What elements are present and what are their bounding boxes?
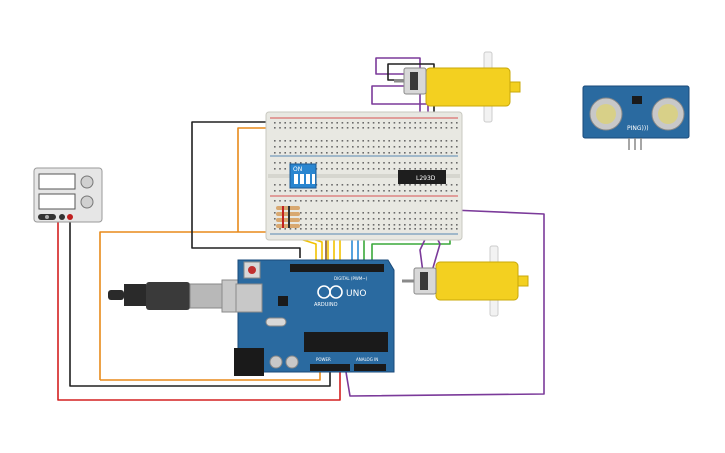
wire-black-left[interactable]	[191, 121, 301, 258]
motor-top[interactable]	[394, 51, 521, 123]
arduino-model: UNO	[346, 289, 366, 299]
arduino-brand: ARDUINO	[314, 302, 338, 308]
wire-orange-top[interactable]	[237, 127, 274, 232]
wire-black-power[interactable]	[69, 218, 331, 387]
breadboard[interactable]	[265, 111, 463, 241]
breadboard-holes	[274, 122, 458, 230]
dip-switch[interactable]: ON	[289, 163, 317, 189]
driver-chip[interactable]: L293D	[398, 170, 446, 184]
resistors[interactable]	[276, 206, 300, 228]
driver-chip-label: L293D	[416, 175, 436, 182]
wire-purple-long[interactable]	[345, 209, 545, 397]
ultrasonic-label: PING)))	[627, 125, 649, 132]
dip-switch-label: ON	[293, 166, 302, 173]
wire-red-power[interactable]	[57, 218, 341, 401]
wire-orange-arduino[interactable]	[100, 372, 321, 381]
arduino-analog-header: ANALOG IN	[356, 357, 378, 362]
ultrasonic-sensor[interactable]: PING)))	[582, 85, 690, 150]
motor-bottom[interactable]	[402, 245, 529, 317]
power-supply[interactable]	[33, 167, 103, 223]
arduino-digital-header: DIGITAL (PWM~)	[334, 276, 368, 281]
arduino-power-header: POWER	[316, 357, 331, 362]
arduino-uno[interactable]: UNO ARDUINO DIGITAL (PWM~) POWER ANALOG …	[234, 259, 395, 376]
wire-orange-left[interactable]	[99, 231, 272, 380]
